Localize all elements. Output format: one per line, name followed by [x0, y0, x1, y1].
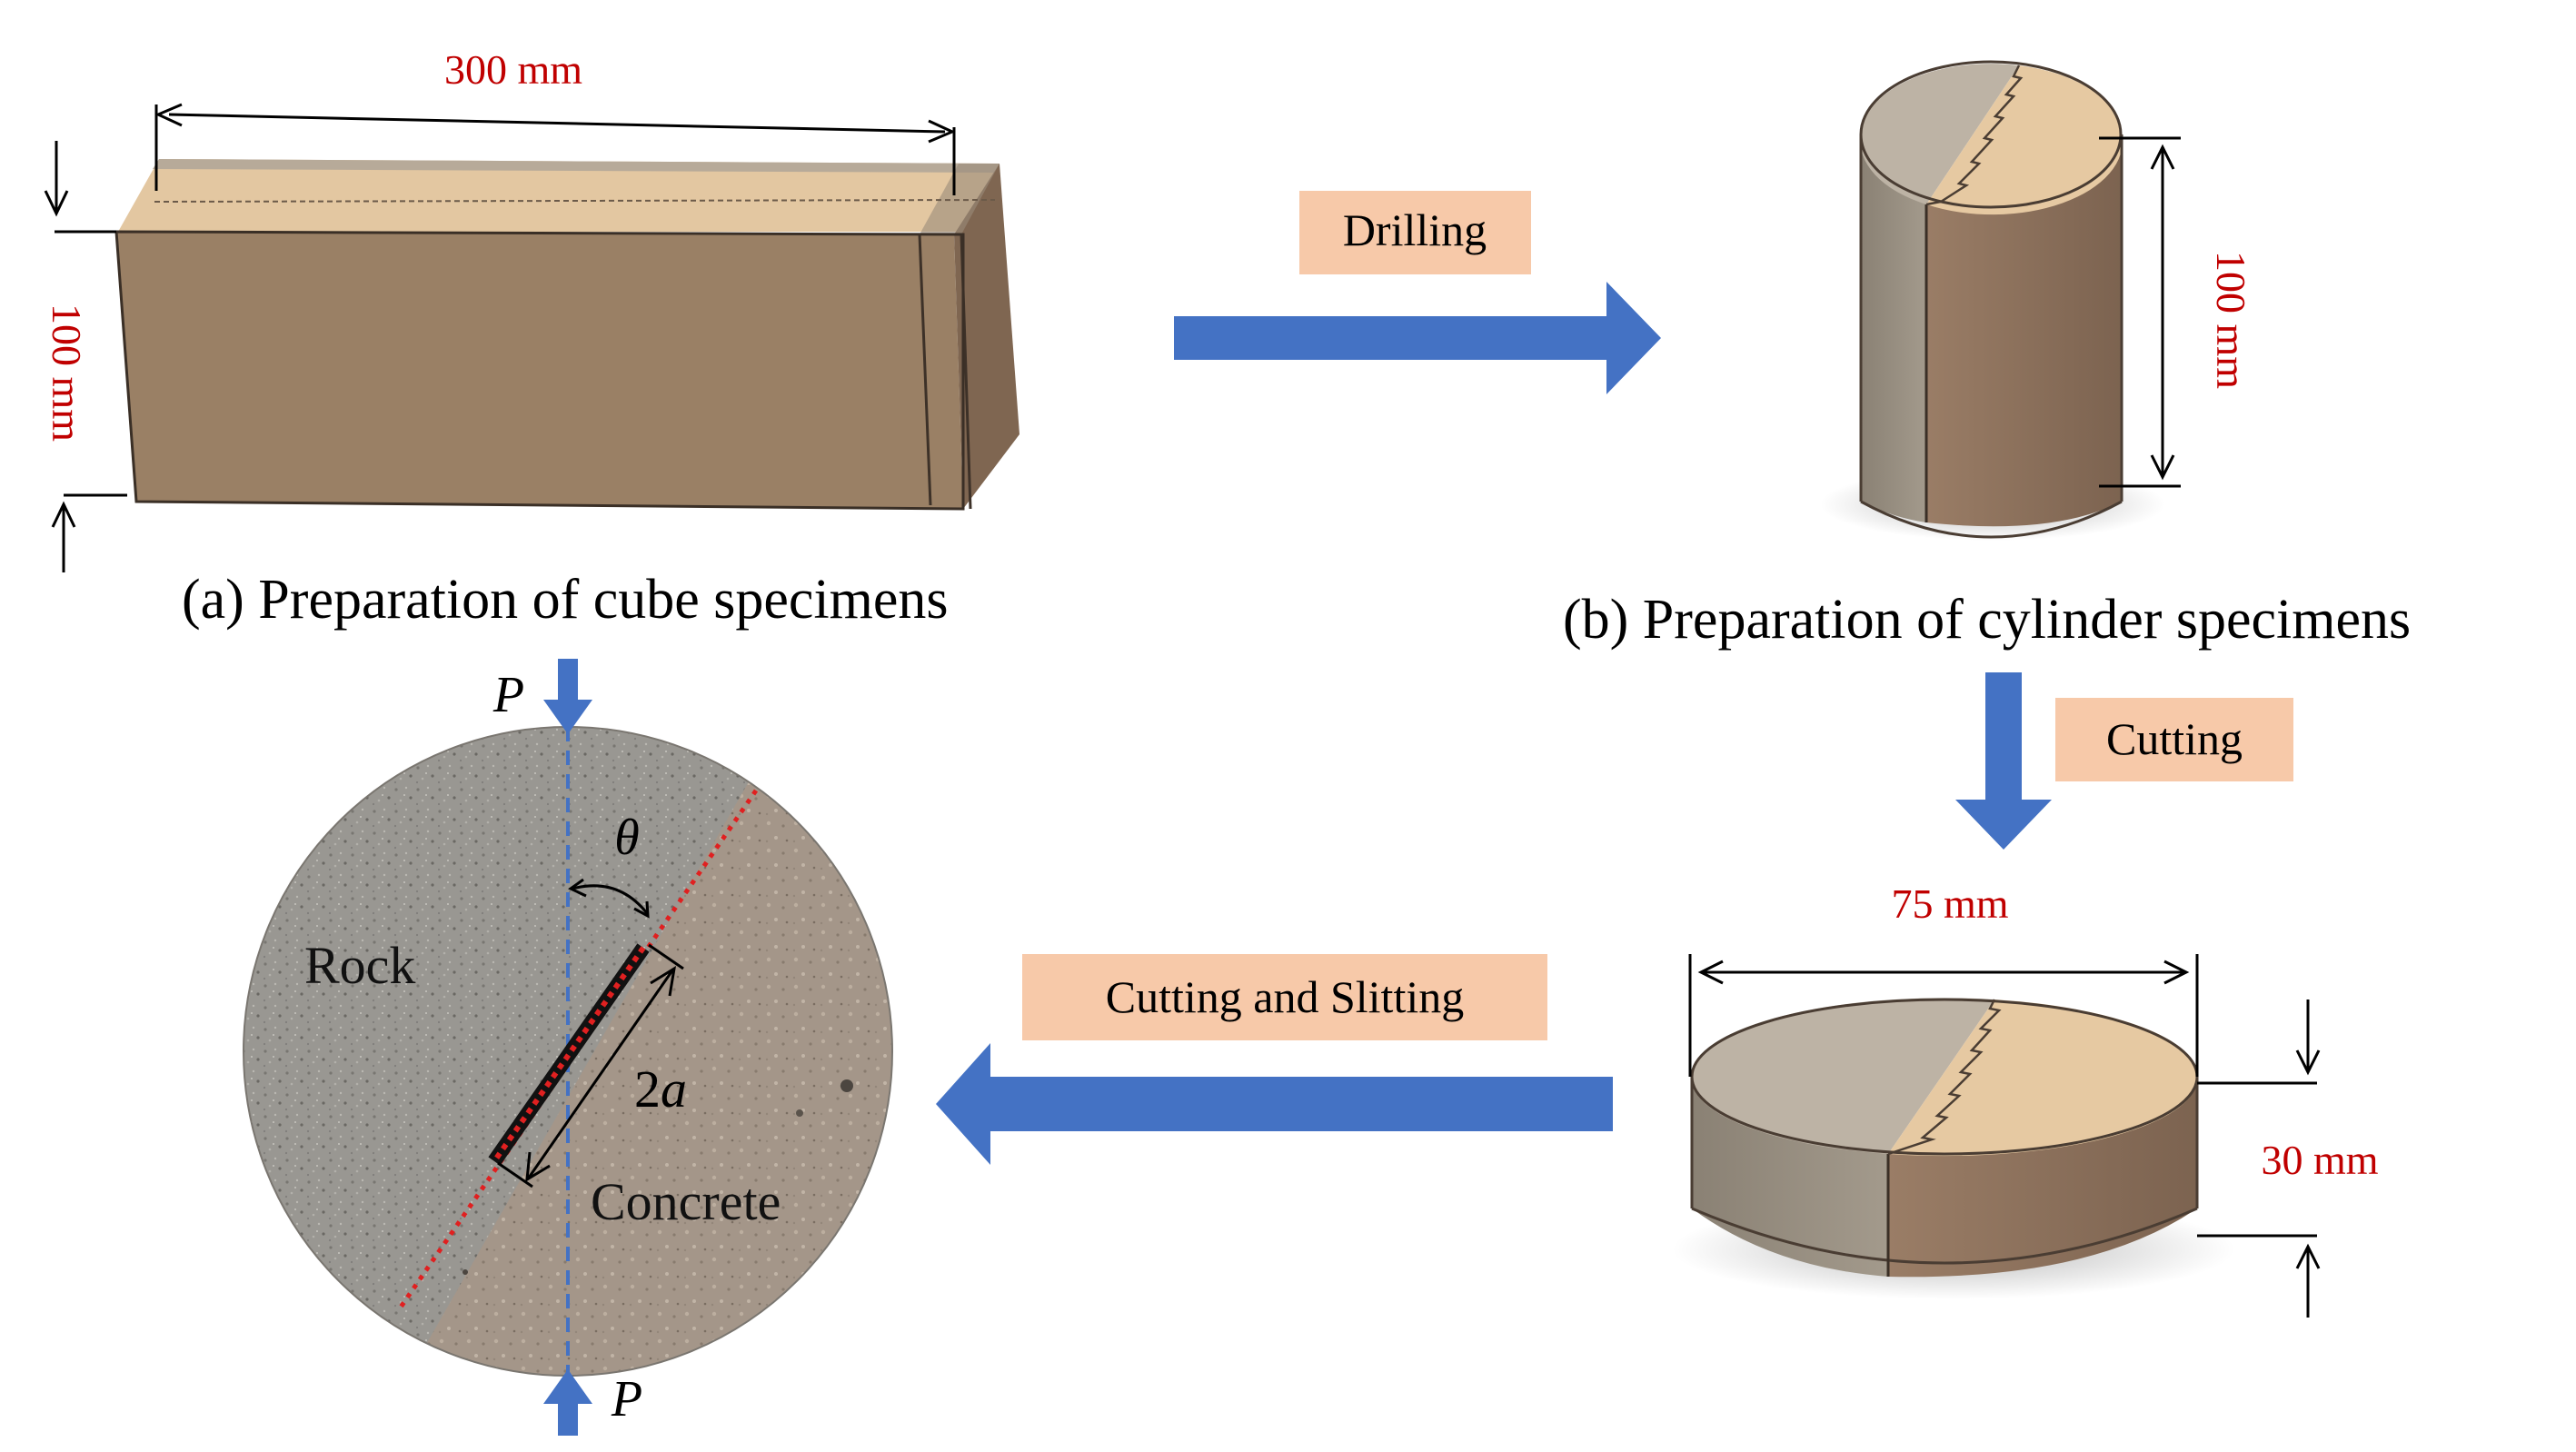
cutting-slitting-label: Cutting and Slitting [1106, 971, 1464, 1022]
load-top: P [492, 659, 592, 734]
load-arrow-top [543, 659, 592, 734]
caption-b: (b) Preparation of cylinder specimens [1563, 589, 2411, 651]
cylinder-top-rock [1860, 64, 2019, 205]
cutting-slitting-step: Cutting and Slitting [936, 954, 1613, 1165]
disc-diameter-dimension: 75 mm [1688, 880, 2199, 1077]
caption-a: (a) Preparation of cube specimens [182, 569, 949, 631]
cutting-arrow [1955, 672, 2052, 850]
load-arrow-bottom [543, 1369, 592, 1436]
cylinder-rock-side [1861, 134, 1926, 522]
disc-thickness-label: 30 mm [2261, 1137, 2378, 1183]
disc-diameter-label: 75 mm [1891, 880, 2008, 927]
concrete-half [400, 772, 892, 1376]
load-bottom: P [543, 1369, 642, 1436]
cutting-slitting-arrow [936, 1043, 1613, 1165]
cutting-label: Cutting [2106, 713, 2243, 764]
load-label-top: P [492, 667, 524, 723]
cutting-step: Cutting [1955, 672, 2293, 850]
prism-length-label: 300 mm [444, 46, 582, 93]
interface-line [397, 789, 759, 1310]
cutting-label-box [2055, 698, 2293, 781]
disc-thickness-dimension: 30 mm [2197, 999, 2379, 1318]
load-label-bottom: P [611, 1371, 642, 1427]
drilling-step: Drilling [1174, 191, 1661, 394]
crack-length-var: a [661, 1059, 687, 1119]
rock-label: Rock [304, 936, 415, 995]
crack [488, 943, 650, 1166]
prism-side-face [954, 164, 1019, 509]
crack-length-factor: 2 [634, 1059, 661, 1119]
disc-specimen [1672, 998, 2235, 1299]
prism-height-dimension: 100 mm [44, 141, 127, 572]
prism-height-label: 100 mm [44, 303, 90, 442]
cylinder-specimen [1820, 60, 2165, 541]
prism-front-face [116, 232, 963, 509]
cylinder-height-label: 100 mm [2208, 251, 2254, 389]
drilling-arrow [1174, 282, 1661, 394]
cutting-slitting-label-box [1022, 954, 1547, 1040]
concrete-label: Concrete [591, 1172, 781, 1231]
prism-specimen [114, 159, 1019, 511]
cylinder-concrete-side [1926, 134, 2122, 527]
drilling-label-box [1299, 191, 1531, 274]
angle-label: θ [614, 810, 640, 866]
drilling-label: Drilling [1343, 204, 1487, 255]
brazilian-disc: θ 2a Rock Concrete [243, 726, 893, 1377]
cylinder-top-concrete [1926, 65, 2123, 215]
disc-top-rock [1691, 998, 1994, 1154]
prism-length-dimension: 300 mm [154, 46, 956, 195]
disc-top-concrete [1888, 999, 2198, 1157]
crack-length-label: 2a [634, 1059, 687, 1119]
cylinder-height-dimension: 100 mm [2099, 136, 2254, 488]
prism-top-face [118, 159, 1000, 232]
